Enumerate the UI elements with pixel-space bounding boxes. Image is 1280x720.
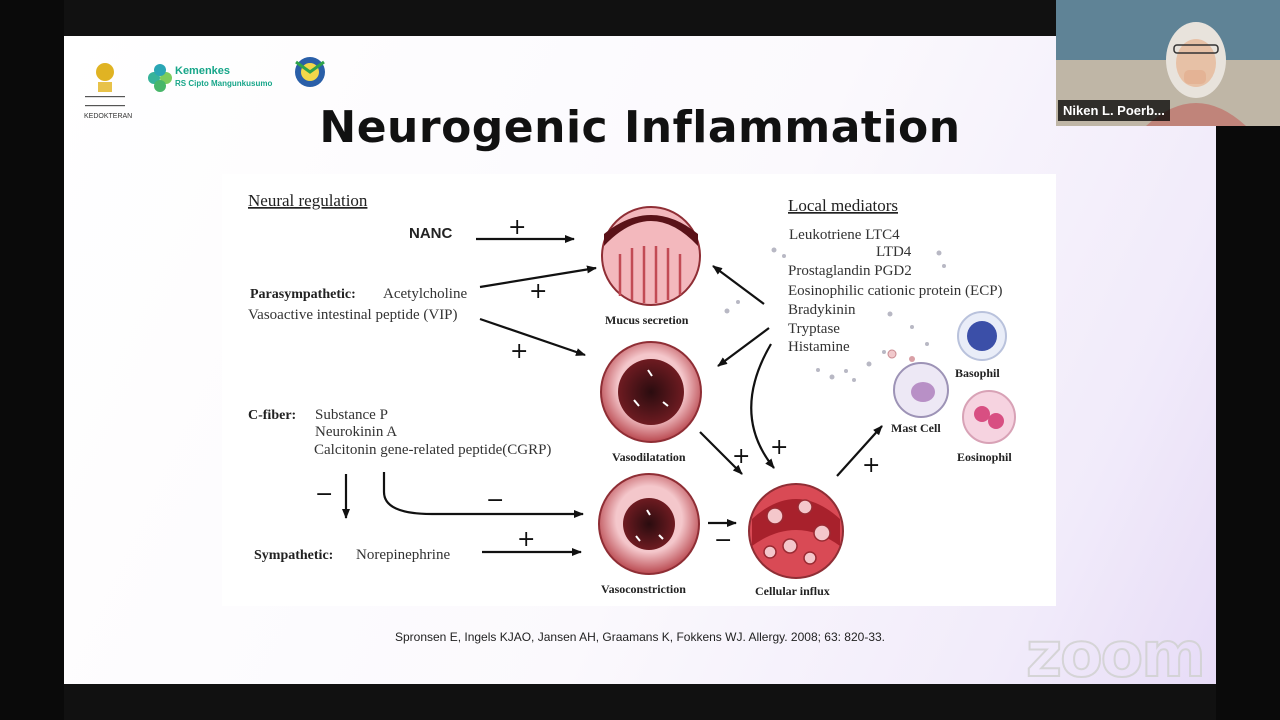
neurogenic-inflammation-figure: Neural regulation NANC Parasympathetic: …: [222, 174, 1056, 606]
cellular-influx-illustration: [748, 483, 844, 579]
slide-logos: KEDOKTERAN Kemenkes RS Cipto Mangunkusum…: [84, 57, 325, 120]
sympathetic-label: Sympathetic:: [254, 548, 333, 563]
plus-sign: +: [770, 435, 788, 460]
neurokinin-a-label: Neurokinin A: [315, 424, 397, 440]
basophil-illustration: [957, 311, 1007, 361]
mast-cell-label: Mast Cell: [891, 421, 941, 435]
plus-sign: +: [517, 527, 535, 552]
mast-cell-illustration: [887, 349, 949, 418]
hospital-name: RS Cipto Mangunkusumo: [175, 79, 272, 88]
acetylcholine-label: Acetylcholine: [383, 286, 467, 302]
vip-label: Vasoactive intestinal peptide (VIP): [248, 307, 458, 323]
mediator-item: Tryptase: [788, 321, 840, 337]
participant-video: [1056, 0, 1280, 126]
slide-title: Neurogenic Inflammation: [319, 102, 961, 153]
mediator-item: LTD4: [876, 244, 912, 260]
plus-sign: +: [529, 279, 547, 304]
presentation-slide: KEDOKTERAN Kemenkes RS Cipto Mangunkusum…: [64, 36, 1216, 684]
plus-sign: +: [732, 444, 750, 469]
university-caption: KEDOKTERAN: [84, 113, 132, 120]
c-fiber-label: C-fiber:: [248, 408, 296, 423]
left-letterbox: [0, 0, 64, 720]
arrow-cfiber-vasocon: [382, 472, 584, 518]
eosinophil-label: Eosinophil: [957, 450, 1012, 464]
cgrp-label: Calcitonin gene-related peptide(CGRP): [314, 442, 551, 458]
kemenkes-logo-icon: Kemenkes RS Cipto Mangunkusumo: [148, 64, 272, 92]
arrow-influx-mastcell: [836, 425, 883, 477]
participant-video-tile[interactable]: Niken L. Poerb...: [1056, 0, 1280, 126]
mediator-item: Prostaglandin PGD2: [788, 263, 912, 279]
minus-sign: −: [486, 488, 504, 513]
mediator-item: Eosinophilic cationic protein (ECP): [788, 283, 1003, 299]
mediator-item: Leukotriene LTC4: [789, 227, 900, 243]
minus-sign: −: [315, 482, 333, 507]
mucus-secretion-label: Mucus secretion: [605, 313, 689, 327]
vasoconstriction-label: Vasoconstriction: [601, 582, 686, 596]
arrow-vip-vasodil: [479, 317, 586, 357]
mediator-item: Bradykinin: [788, 302, 856, 318]
minus-sign: −: [714, 528, 732, 553]
local-mediators-heading: Local mediators: [788, 196, 898, 215]
university-seal-icon: KEDOKTERAN: [84, 63, 132, 120]
vasodilatation-illustration: [600, 341, 702, 443]
mediator-item: Histamine: [788, 339, 850, 355]
arrow-para-mucus: [479, 265, 597, 289]
arrow-vasodil-influx: [699, 431, 743, 475]
arrow-mediators-influx: [750, 343, 775, 469]
norepinephrine-label: Norepinephrine: [356, 547, 450, 563]
zoom-watermark: zoom: [1025, 617, 1207, 692]
vasoconstriction-illustration: [598, 473, 700, 575]
plus-sign: +: [508, 215, 526, 240]
granule-dots: [724, 247, 946, 382]
vasodilatation-label: Vasodilatation: [612, 450, 686, 464]
basophil-label: Basophil: [955, 366, 1000, 380]
citation: Spronsen E, Ingels KJAO, Jansen AH, Graa…: [394, 630, 886, 644]
nanc-label: NANC: [409, 225, 452, 242]
arrow-mediators-vasodil: [717, 327, 770, 367]
parasympathetic-label: Parasympathetic:: [250, 287, 356, 302]
participant-name-tag: Niken L. Poerb...: [1058, 100, 1170, 121]
neural-regulation-heading: Neural regulation: [248, 191, 368, 210]
substance-p-label: Substance P: [315, 407, 388, 423]
mucus-secretion-illustration: [601, 206, 701, 306]
plus-sign: +: [862, 453, 880, 478]
plus-sign: +: [510, 339, 528, 364]
hospital-emblem-icon: [295, 57, 325, 87]
kemenkes-name: Kemenkes: [175, 65, 230, 77]
cellular-influx-label: Cellular influx: [755, 584, 830, 598]
eosinophil-illustration: [962, 390, 1016, 444]
arrow-mediators-mucus: [712, 265, 765, 305]
